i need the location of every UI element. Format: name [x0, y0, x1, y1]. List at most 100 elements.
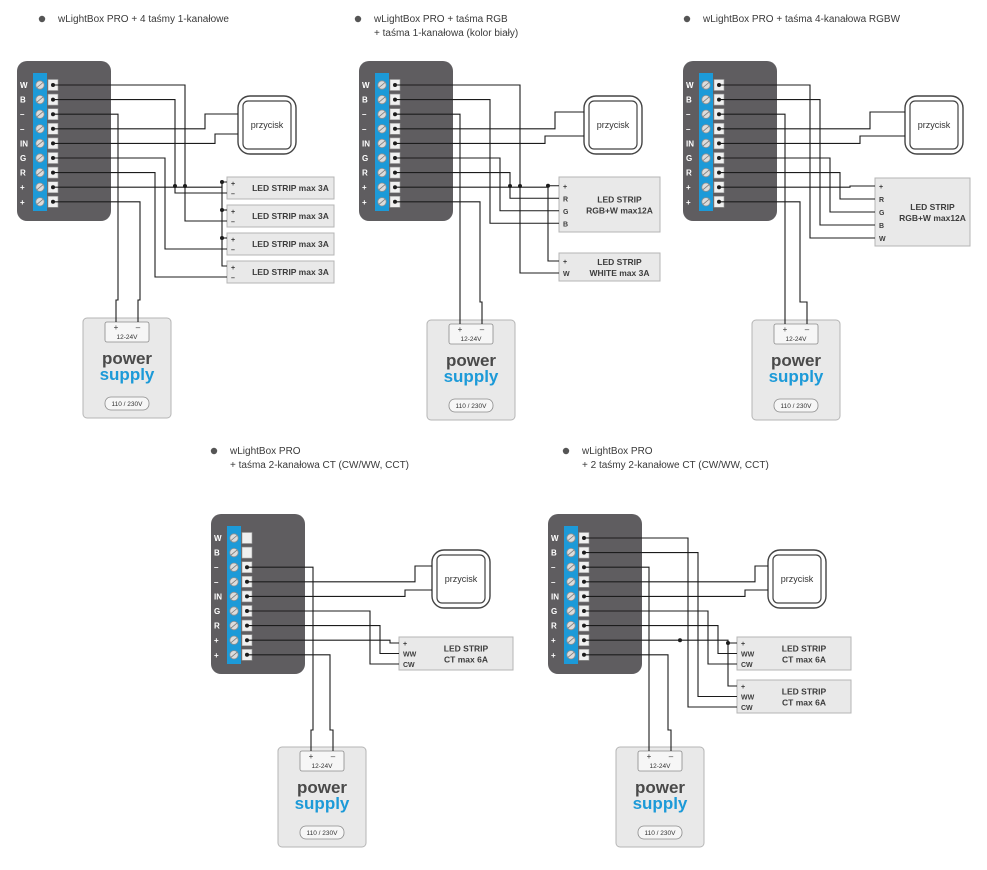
wire	[53, 99, 227, 194]
screw-slot	[702, 140, 710, 147]
led-strip-1-box	[226, 176, 335, 200]
led-strip-1-label: LED STRIP max 3A	[252, 183, 329, 193]
pin-label: IN	[551, 592, 559, 601]
wire	[584, 625, 737, 655]
screw-slot	[230, 564, 238, 571]
wire	[719, 111, 905, 130]
wire	[727, 643, 737, 687]
screw-slot	[378, 111, 386, 118]
screw-slot	[567, 637, 575, 644]
screw-slot	[378, 169, 386, 176]
pin-label: +	[551, 636, 556, 645]
led-strip-rgb-label-1: LED STRIP	[597, 195, 642, 205]
power-supply-minus: –	[480, 325, 485, 334]
power-supply-box	[615, 746, 705, 848]
wire	[53, 113, 119, 322]
wire	[395, 84, 559, 274]
diagram-double-ct: wLightBox PRO+ 2 taśmy 2-kanałowe CT (CW…	[548, 446, 852, 848]
screw-slot	[230, 637, 238, 644]
power-supply-word-supply: supply	[633, 794, 688, 813]
wire	[247, 589, 432, 597]
power-supply-mains-badge	[637, 825, 683, 840]
led-strip-rgbw-pin-4: B	[879, 223, 884, 230]
push-button-label: przycisk	[445, 574, 478, 584]
push-button-label: przycisk	[781, 574, 814, 584]
led-strip-ct-1-pin-3: CW	[741, 662, 753, 669]
power-supply-voltage: 12-24V	[461, 336, 483, 343]
led-strip-1-pin-2: –	[231, 191, 235, 198]
power-supply-terminal	[637, 750, 683, 772]
screw-slot	[378, 96, 386, 103]
screw-slot	[378, 140, 386, 147]
led-strip-white-label-1: LED STRIP	[597, 257, 642, 267]
screw-slot	[702, 111, 710, 118]
pin-label: W	[20, 81, 28, 90]
power-supply-box	[426, 319, 516, 421]
led-strip-ct-2-label-1: LED STRIP	[782, 687, 827, 697]
screw-slot	[702, 82, 710, 88]
pin-label: R	[20, 169, 26, 178]
screw-slot	[567, 608, 575, 614]
pin-label: +	[214, 651, 219, 660]
pin-label: +	[551, 651, 556, 660]
led-strip-rgb-pin-4: B	[563, 221, 568, 228]
led-strip-rgb-box	[558, 176, 661, 233]
pin-label: –	[20, 125, 25, 134]
power-supply-terminal	[448, 323, 494, 345]
junction-dot	[220, 236, 224, 240]
wire	[53, 201, 141, 322]
junction-dot	[183, 184, 187, 188]
led-strip-rgb-pin-2: R	[563, 196, 568, 203]
screw-slot	[567, 564, 575, 571]
pin-label: B	[686, 96, 692, 105]
push-button-label: przycisk	[597, 120, 630, 130]
pin-label: –	[214, 563, 219, 572]
diagram-rgb-plus-white: wLightBox PRO + taśma RGB+ taśma 1-kanał…	[354, 14, 661, 421]
pin-label: +	[686, 183, 691, 192]
pin-label: +	[362, 198, 367, 207]
screw-slot	[702, 125, 710, 132]
wire	[247, 654, 334, 751]
power-supply-box	[751, 319, 841, 421]
wire	[395, 157, 559, 212]
diagram-2-title-line-2: + taśma 1-kanałowa (kolor biały)	[374, 28, 518, 39]
push-button-label: przycisk	[918, 120, 951, 130]
led-strip-rgbw-pin-2: R	[879, 197, 884, 204]
wire	[395, 201, 483, 324]
wire	[53, 84, 227, 222]
power-supply-word-supply: supply	[100, 365, 155, 384]
led-strip-ct-label-1: LED STRIP	[444, 644, 489, 654]
junction-dot	[220, 208, 224, 212]
power-supply-mains: 110 / 230V	[456, 403, 488, 410]
power-supply-word-supply: supply	[444, 367, 499, 386]
screw-slot	[567, 549, 575, 556]
screw-slot	[702, 169, 710, 176]
led-strip-ct-2-label-2: CT max 6A	[782, 698, 826, 708]
wire	[719, 172, 875, 200]
screw-slot	[36, 169, 44, 176]
screw-slot	[702, 96, 710, 103]
junction-dot	[678, 638, 682, 643]
pin-label: IN	[20, 139, 28, 148]
power-supply-plus: +	[647, 752, 652, 761]
screw-slot	[567, 651, 575, 658]
power-supply-mains: 110 / 230V	[112, 401, 144, 408]
led-strip-rgbw-pin-3: G	[879, 210, 885, 217]
led-strip-ct-2-pin-1: +	[741, 684, 745, 691]
pin-label: B	[551, 549, 557, 558]
wire	[53, 133, 238, 144]
led-strip-ct-1-pin-2: WW	[741, 652, 755, 659]
power-supply-mains: 110 / 230V	[645, 830, 677, 837]
pin-label: –	[362, 125, 367, 134]
pin-label: R	[214, 622, 220, 631]
terminal-socket	[241, 532, 253, 544]
pin-label: IN	[362, 139, 370, 148]
push-button-key	[772, 554, 822, 604]
screw-slot	[36, 96, 44, 103]
pin-label: +	[214, 636, 219, 645]
screw-slot	[36, 82, 44, 88]
power-supply-minus: –	[331, 752, 336, 761]
push-button-key	[588, 100, 638, 150]
diagram-3-title-line-1: wLightBox PRO + taśma 4-kanałowa RGBW	[702, 14, 901, 25]
wire	[719, 99, 875, 226]
